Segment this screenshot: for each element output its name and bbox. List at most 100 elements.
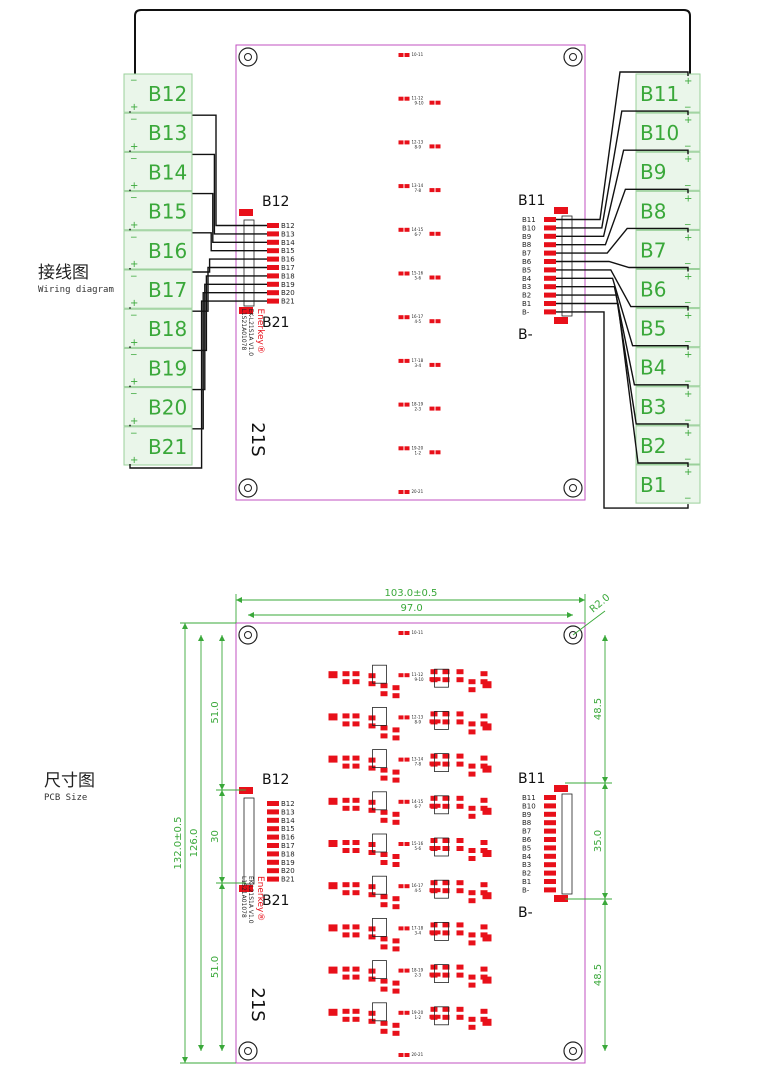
dimension-arrow bbox=[248, 612, 254, 618]
size-pad bbox=[430, 880, 438, 886]
size-connector-pin bbox=[544, 837, 556, 842]
size-pad bbox=[328, 840, 338, 847]
size-pad bbox=[442, 964, 450, 970]
cell-right-b3: B3+− bbox=[556, 286, 701, 426]
size-pad bbox=[368, 842, 376, 847]
size-pad bbox=[380, 809, 388, 815]
cell-plus-sign: + bbox=[684, 193, 692, 204]
size-connector-tab bbox=[554, 895, 568, 902]
cell-left-b21: B21−+ bbox=[123, 300, 267, 469]
size-ic-outline bbox=[372, 960, 387, 980]
wiring-pad bbox=[398, 402, 404, 407]
balance-wire bbox=[556, 227, 689, 254]
cell-minus-sign: − bbox=[130, 194, 138, 204]
size-pad bbox=[482, 723, 492, 731]
wiring-pair-label-b: 9-10 bbox=[415, 101, 425, 106]
size-pad bbox=[342, 805, 350, 811]
size-connector-pin-label: B11 bbox=[522, 794, 536, 802]
wiring-pad bbox=[404, 227, 410, 232]
battery-cell bbox=[123, 269, 193, 309]
cell-minus-sign: − bbox=[130, 429, 138, 439]
size-balance-channel: 16-174-5 bbox=[328, 875, 492, 910]
wiring-balance-channel: 12-138-9 bbox=[398, 139, 441, 149]
wiring-pad bbox=[435, 319, 441, 324]
wiring-connector-pin-label: B7 bbox=[522, 250, 531, 258]
wiring-pair-label-a: 19-20 bbox=[412, 445, 424, 450]
wiring-connector-pin bbox=[267, 231, 279, 237]
size-ic-outline bbox=[372, 833, 387, 853]
size-connector-pin bbox=[267, 868, 279, 874]
size-balance-channel: 19-201-2 bbox=[328, 1002, 492, 1036]
size-pad bbox=[482, 850, 492, 857]
size-pad bbox=[328, 966, 338, 974]
cell-left-b20: B20−+ bbox=[123, 292, 267, 430]
size-pad bbox=[456, 888, 464, 894]
cell-plus-sign: + bbox=[684, 389, 692, 400]
balance-wire bbox=[556, 302, 689, 467]
wiring-connector-pin-label: B19 bbox=[281, 281, 295, 289]
size-mount-hole bbox=[238, 625, 258, 645]
size-pad bbox=[404, 757, 410, 762]
battery-cell bbox=[635, 190, 701, 230]
battery-cell bbox=[123, 73, 193, 113]
cell-plus-sign: + bbox=[684, 467, 692, 478]
wiring-pair-label-a: 13-14 bbox=[412, 183, 424, 188]
size-pair-label-b: 9-10 bbox=[415, 677, 425, 682]
size-pad bbox=[368, 799, 376, 805]
battery-cell-label: B18 bbox=[148, 317, 187, 341]
size-pad bbox=[380, 978, 388, 984]
size-connector-pin bbox=[267, 809, 279, 815]
size-mount-hole bbox=[238, 1041, 258, 1061]
battery-cell-label: B20 bbox=[148, 396, 187, 420]
cell-minus-sign: − bbox=[130, 311, 138, 321]
size-pad bbox=[480, 924, 488, 930]
size-connector-pin bbox=[544, 870, 556, 876]
wiring-connector-pin bbox=[544, 292, 556, 298]
battery-cell bbox=[123, 426, 193, 466]
wiring-connector-pin-label: B11 bbox=[522, 216, 536, 224]
size-mount-hole-inner bbox=[569, 1047, 577, 1055]
dimension-arrow bbox=[219, 877, 225, 883]
size-connector-pin-label: B13 bbox=[281, 808, 295, 816]
wiring-connector-pin-label: B15 bbox=[281, 247, 295, 255]
cell-minus-sign: − bbox=[684, 220, 692, 230]
size-connector-pin-label: B- bbox=[522, 886, 530, 894]
dimension-arrow bbox=[182, 623, 188, 629]
battery-cell bbox=[123, 308, 193, 348]
cell-minus-sign: − bbox=[684, 103, 692, 113]
size-pad bbox=[328, 671, 338, 679]
size-pair-label-b: 2-3 bbox=[415, 973, 422, 978]
dim-right-top: 48.5 bbox=[593, 698, 604, 720]
dim-radius-leader bbox=[572, 610, 606, 636]
wiring-connector-pin bbox=[267, 265, 279, 270]
dimension-arrow bbox=[182, 1057, 188, 1063]
size-pad bbox=[352, 797, 360, 803]
dim-width-outer: 103.0±0.5 bbox=[385, 588, 438, 599]
size-pad bbox=[456, 838, 464, 843]
balance-wire bbox=[556, 110, 689, 229]
size-pad bbox=[468, 771, 476, 777]
size-pad bbox=[430, 964, 438, 970]
wiring-pad bbox=[404, 358, 410, 363]
size-pad bbox=[392, 1022, 400, 1028]
wiring-connector-pin-label: B6 bbox=[522, 258, 532, 266]
size-ic-outline bbox=[372, 875, 387, 895]
dim-left-top: 51.0 bbox=[210, 701, 221, 723]
size-pad bbox=[380, 725, 388, 731]
size-pad bbox=[480, 966, 488, 972]
wiring-right-top-label: B11 bbox=[518, 193, 545, 209]
size-pad bbox=[456, 930, 464, 936]
size-pad bbox=[468, 982, 476, 988]
size-pad bbox=[352, 671, 360, 677]
wiring-pad bbox=[429, 450, 435, 455]
battery-cell-label: B12 bbox=[148, 82, 187, 106]
size-pad bbox=[352, 679, 360, 685]
wiring-mount-hole-inner bbox=[569, 53, 577, 61]
size-pad bbox=[456, 922, 464, 928]
dimension-arrow bbox=[219, 635, 225, 641]
size-pad bbox=[398, 757, 404, 762]
size-pad bbox=[392, 727, 400, 733]
wiring-connector-pin-label: B13 bbox=[281, 230, 295, 238]
wiring-pair-label-a: 18-19 bbox=[412, 402, 424, 407]
wiring-connector-pin bbox=[267, 239, 279, 245]
